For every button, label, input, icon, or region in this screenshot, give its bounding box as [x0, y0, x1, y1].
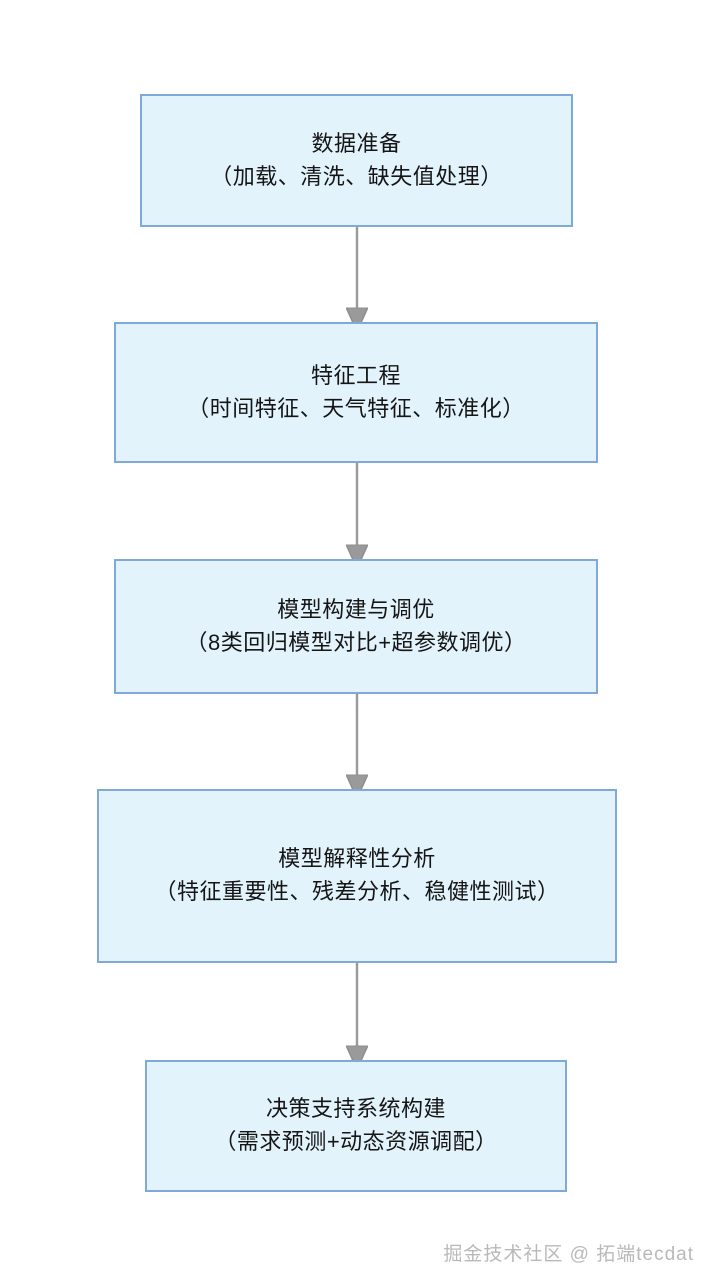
flow-node-title: 决策支持系统构建 [265, 1096, 446, 1122]
flow-node-subtitle: （特征重要性、残差分析、稳健性测试） [154, 879, 560, 904]
flow-node-title: 模型构建与调优 [277, 596, 435, 622]
flow-node-data-preparation[interactable]: 数据准备 （加载、清洗、缺失值处理） [140, 94, 573, 227]
flow-node-model-building-tuning[interactable]: 模型构建与调优 （8类回归模型对比+超参数调优） [114, 559, 598, 694]
flow-node-subtitle: （8类回归模型对比+超参数调优） [185, 629, 527, 655]
watermark-text: 掘金技术社区 @ 拓端tecdat [443, 1244, 694, 1265]
flow-node-decision-support-system[interactable]: 决策支持系统构建 （需求预测+动态资源调配） [145, 1060, 567, 1192]
flow-node-title: 模型解释性分析 [278, 846, 436, 872]
flow-node-subtitle: （加载、清洗、缺失值处理） [210, 163, 503, 189]
flow-node-model-interpretability[interactable]: 模型解释性分析 （特征重要性、残差分析、稳健性测试） [97, 789, 617, 963]
flow-node-title: 特征工程 [310, 362, 401, 388]
flow-node-title: 数据准备 [311, 130, 402, 156]
flow-node-subtitle: （需求预测+动态资源调配） [214, 1129, 498, 1154]
flow-node-feature-engineering[interactable]: 特征工程 （时间特征、天气特征、标准化） [114, 322, 598, 463]
flow-node-subtitle: （时间特征、天气特征、标准化） [187, 395, 525, 421]
